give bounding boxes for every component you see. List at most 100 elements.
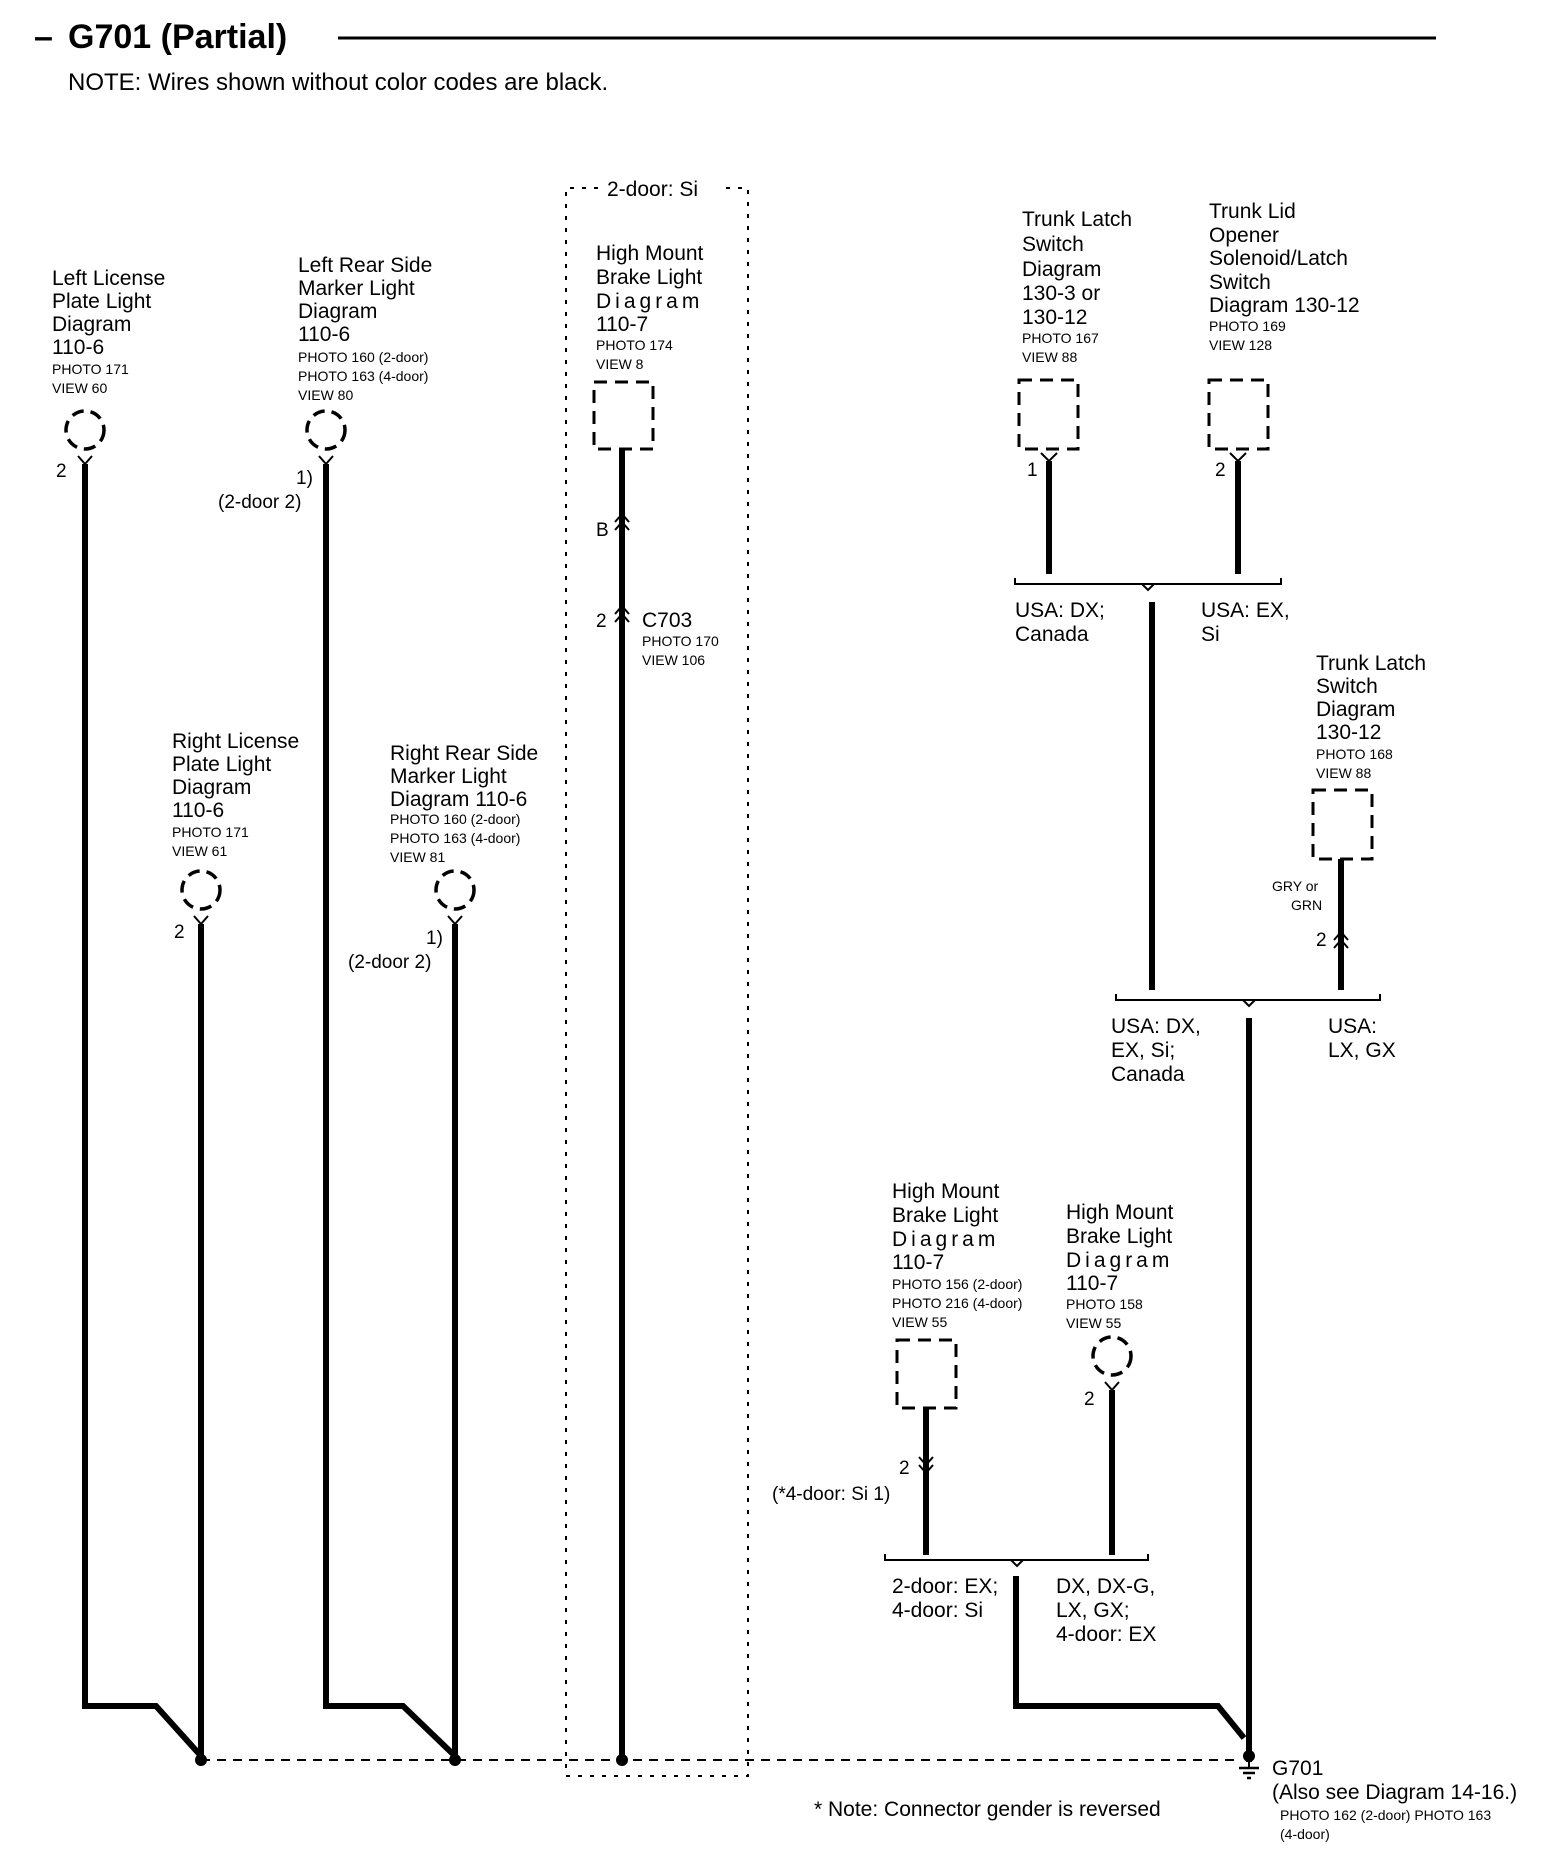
c703-photo: PHOTO 170 bbox=[642, 633, 719, 649]
trunk-lid-line-1: Trunk Lid bbox=[1209, 200, 1296, 223]
lamp-ring-icon bbox=[180, 869, 222, 911]
wire-left-license bbox=[82, 464, 204, 1759]
hmbl-top-line-1: High Mount bbox=[596, 242, 704, 265]
trunk-latch-switch-b: Trunk Latch Switch Diagram 130-12 PHOTO … bbox=[1272, 652, 1426, 951]
option-b-right-2: LX, GX bbox=[1328, 1039, 1396, 1062]
hmbl-ring-variant: High Mount Brake Light Diagram 110-7 PHO… bbox=[1066, 1201, 1174, 1410]
trunk-latch-b-line-3: Diagram bbox=[1316, 698, 1395, 721]
left-rear-pin: 1) bbox=[296, 468, 313, 489]
terminal-chevron-icon bbox=[1104, 1381, 1120, 1392]
terminal-chevron-icon bbox=[1229, 452, 1247, 463]
lamp-ring-icon bbox=[305, 409, 347, 451]
right-license-plate-light: Right License Plate Light Diagram 110-6 … bbox=[172, 730, 299, 943]
hmbl-box-view: VIEW 55 bbox=[892, 1314, 947, 1330]
lamp-ring-icon bbox=[434, 869, 476, 911]
left-rear-photo-2: PHOTO 163 (4-door) bbox=[298, 368, 428, 384]
left-license-line-3: Diagram bbox=[52, 313, 131, 336]
trunk-lid-photo: PHOTO 169 bbox=[1209, 318, 1286, 334]
hmbl-box-pin: 2 bbox=[899, 1458, 910, 1479]
trunk-latch-b-pin: 2 bbox=[1316, 930, 1327, 951]
trunk-lid-line-4: Switch bbox=[1209, 271, 1271, 294]
option-a-left-1: USA: DX; bbox=[1015, 599, 1105, 622]
hmbl-top-pin-2: 2 bbox=[596, 611, 607, 632]
ground-photo: PHOTO 162 (2-door) PHOTO 163 bbox=[1280, 1807, 1491, 1823]
wire-color-note: NOTE: Wires shown without color codes ar… bbox=[68, 69, 608, 96]
right-license-line-4: 110-6 bbox=[172, 799, 224, 822]
left-rear-photo-1: PHOTO 160 (2-door) bbox=[298, 349, 428, 365]
right-rear-line-3: Diagram 110-6 bbox=[390, 788, 527, 811]
hmbl-ring-photo: PHOTO 158 bbox=[1066, 1296, 1143, 1312]
hmbl-box-pin-note: (*4-door: Si 1) bbox=[772, 1484, 890, 1505]
hmbl-box-line-2: Brake Light bbox=[892, 1204, 998, 1227]
hmbl-ring-line-4: 110-7 bbox=[1066, 1272, 1118, 1295]
ground-g701: G701 (Also see Diagram 14-16.) PHOTO 162… bbox=[1272, 1757, 1517, 1842]
c703-view: VIEW 106 bbox=[642, 652, 705, 668]
trunk-latch-b-photo: PHOTO 168 bbox=[1316, 746, 1393, 762]
option-bracket-b: USA: DX, EX, Si; Canada USA: LX, GX bbox=[1111, 994, 1396, 1086]
right-rear-line-2: Marker Light bbox=[390, 765, 507, 788]
terminal-chevron-icon bbox=[1040, 452, 1058, 463]
option-a-left-2: Canada bbox=[1015, 623, 1089, 646]
hmbl-top-photo: PHOTO 174 bbox=[596, 337, 673, 353]
trunk-latch-a-photo: PHOTO 167 bbox=[1022, 330, 1099, 346]
trunk-latch-a-view: VIEW 88 bbox=[1022, 349, 1077, 365]
terminal-chevron-icon bbox=[77, 455, 93, 466]
footnote: * Note: Connector gender is reversed bbox=[814, 1798, 1161, 1821]
option-bracket-c: 2-door: EX; 4-door: Si DX, DX-G, LX, GX;… bbox=[884, 1554, 1156, 1646]
hmbl-box-photo-1: PHOTO 156 (2-door) bbox=[892, 1276, 1022, 1292]
option-c-left-2: 4-door: Si bbox=[892, 1599, 983, 1622]
trunk-latch-a-line-2: Switch bbox=[1022, 233, 1084, 256]
trunk-lid-line-5: Diagram 130-12 bbox=[1209, 294, 1360, 317]
trunk-lid-line-2: Opener bbox=[1209, 224, 1279, 247]
trunk-latch-a-line-5: 130-12 bbox=[1022, 306, 1087, 329]
trunk-latch-a-pin: 1 bbox=[1027, 460, 1038, 481]
ground-note: (Also see Diagram 14-16.) bbox=[1272, 1781, 1517, 1804]
right-rear-line-1: Right Rear Side bbox=[390, 742, 538, 765]
right-license-view: VIEW 61 bbox=[172, 843, 227, 859]
trunk-latch-a-line-3: Diagram bbox=[1022, 258, 1101, 281]
hmbl-ring-line-1: High Mount bbox=[1066, 1201, 1174, 1224]
ground-symbol-icon bbox=[1239, 1762, 1259, 1780]
component-box-icon bbox=[895, 1338, 958, 1410]
right-rear-marker-light: Right Rear Side Marker Light Diagram 110… bbox=[348, 742, 538, 973]
left-rear-line-4: 110-6 bbox=[298, 323, 350, 346]
trunk-latch-b-wire-color-1: GRY or bbox=[1272, 878, 1319, 894]
hmbl-top-line-4: 110-7 bbox=[596, 313, 648, 336]
option-b-left-2: EX, Si; bbox=[1111, 1039, 1175, 1062]
trunk-latch-switch-a: Trunk Latch Switch Diagram 130-3 or 130-… bbox=[1017, 208, 1132, 481]
option-c-right-2: LX, GX; bbox=[1056, 1599, 1130, 1622]
trunk-latch-b-view: VIEW 88 bbox=[1316, 765, 1371, 781]
right-rear-pin: 1) bbox=[426, 928, 443, 949]
hmbl-top-line-2: Brake Light bbox=[596, 266, 702, 289]
terminal-chevron-icon bbox=[193, 915, 209, 926]
hmbl-box-photo-2: PHOTO 216 (4-door) bbox=[892, 1295, 1022, 1311]
option-a-right-1: USA: EX, bbox=[1201, 599, 1290, 622]
trunk-lid-opener-switch: Trunk Lid Opener Solenoid/Latch Switch D… bbox=[1207, 200, 1360, 481]
trunk-latch-b-line-4: 130-12 bbox=[1316, 721, 1381, 744]
lamp-ring-icon bbox=[1091, 1335, 1133, 1377]
left-license-view: VIEW 60 bbox=[52, 380, 107, 396]
option-c-right-1: DX, DX-G, bbox=[1056, 1575, 1155, 1598]
left-license-photo: PHOTO 171 bbox=[52, 361, 129, 377]
hmbl-box-variant: High Mount Brake Light Diagram 110-7 PHO… bbox=[772, 1180, 1022, 1505]
splice-dot bbox=[195, 1754, 207, 1766]
trunk-latch-a-line-4: 130-3 or bbox=[1022, 282, 1100, 305]
left-rear-line-3: Diagram bbox=[298, 300, 377, 323]
trunk-latch-b-line-1: Trunk Latch bbox=[1316, 652, 1426, 675]
trunk-lid-pin: 2 bbox=[1215, 460, 1226, 481]
option-bracket-a: USA: DX; Canada USA: EX, Si bbox=[1014, 578, 1290, 646]
left-license-line-2: Plate Light bbox=[52, 290, 151, 313]
option-b-right-1: USA: bbox=[1328, 1015, 1377, 1038]
hmbl-2door-si: High Mount Brake Light Diagram 110-7 PHO… bbox=[592, 242, 719, 668]
wire-option-c bbox=[1013, 1576, 1247, 1740]
hmbl-top-line-3: Diagram bbox=[596, 290, 703, 313]
left-rear-pin-2door: (2-door 2) bbox=[218, 492, 301, 513]
page-title: G701 (Partial) bbox=[68, 18, 287, 56]
right-rear-pin-2door: (2-door 2) bbox=[348, 952, 431, 973]
trunk-latch-b-line-2: Switch bbox=[1316, 675, 1378, 698]
right-license-pin: 2 bbox=[174, 922, 185, 943]
left-license-pin: 2 bbox=[56, 461, 67, 482]
component-box-icon bbox=[1017, 378, 1080, 451]
option-c-left-1: 2-door: EX; bbox=[892, 1575, 998, 1598]
